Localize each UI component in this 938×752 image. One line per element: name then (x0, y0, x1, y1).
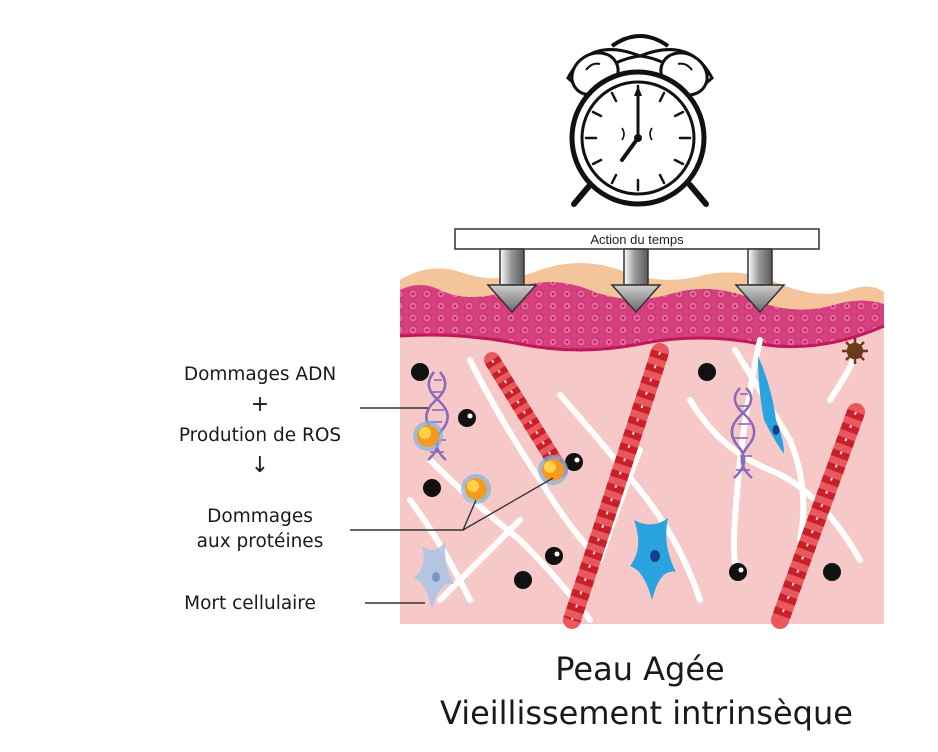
dna-helix-icon (730, 387, 756, 479)
fibroblast-cell (758, 356, 784, 454)
caption-title: Peau Agée (555, 650, 725, 688)
protein-damage-label-2: aux protéines (196, 531, 324, 552)
ros-burst-icon (538, 455, 568, 485)
dead-cell (414, 540, 454, 610)
ros-production-label: Prodution de ROS (178, 425, 342, 446)
skin-section (399, 263, 885, 629)
down-arrow-icon: ↓ (250, 453, 270, 478)
protein-damage-label-1: Dommages (207, 506, 313, 527)
collagen-fiber (563, 343, 669, 629)
dna-damage-label: Dommages ADN (183, 364, 337, 385)
alarm-clock-icon (566, 34, 714, 207)
plus-sign: + (250, 392, 270, 417)
ros-burst-icon (413, 421, 443, 451)
leader-lines (350, 407, 554, 604)
collagen-fiber (771, 403, 865, 629)
melanocyte-cell (842, 338, 868, 364)
caption-subtitle: Vieillissement intrinsèque (440, 694, 853, 732)
collagen-fiber (484, 352, 568, 478)
elastin-fibers (407, 337, 863, 623)
radical-particles (411, 363, 841, 589)
fibroblast-cell (630, 518, 676, 600)
time-action-label: Action du temps (590, 232, 684, 247)
ros-burst-icon (461, 474, 491, 504)
cell-death-label: Mort cellulaire (184, 593, 316, 614)
time-action-arrow: Action du temps (454, 228, 820, 314)
